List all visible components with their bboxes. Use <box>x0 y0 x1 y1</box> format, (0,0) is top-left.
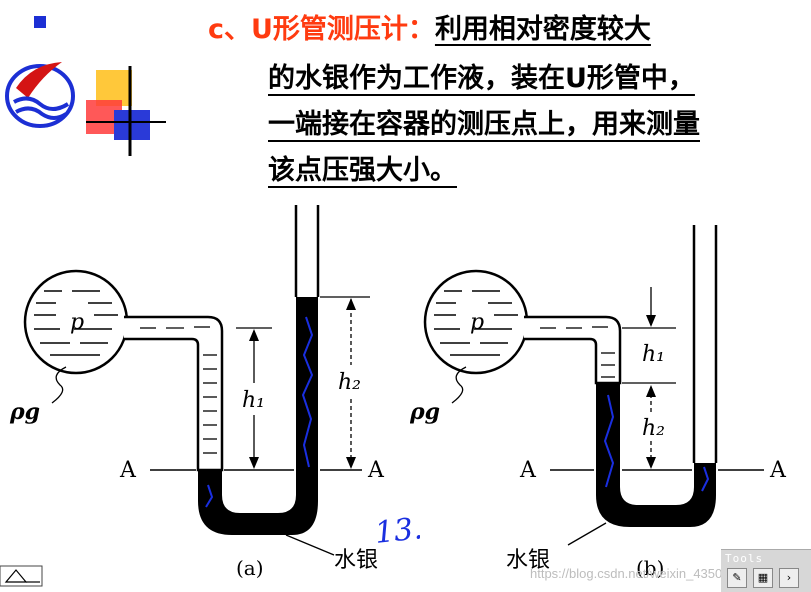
level-b-left: A <box>519 458 537 483</box>
next-arrow-icon[interactable]: › <box>779 568 799 588</box>
caption-b: (b) <box>636 556 664 580</box>
slide-bullet <box>34 16 46 28</box>
pen-tool-icon[interactable]: ✎ <box>727 568 747 588</box>
mercury-label-b: 水银 <box>506 548 550 573</box>
level-b-right: A <box>769 458 787 483</box>
h1-label-b: h₁ <box>642 342 665 367</box>
decorative-squares <box>86 66 166 156</box>
vessel-pressure-label-b: p <box>470 310 484 335</box>
fluid-density-label-a: ρg <box>9 399 40 425</box>
h2-label-b: h₂ <box>642 416 665 441</box>
heading-line-3: 一端接在容器的测压点上，用来测量 <box>268 109 700 140</box>
grid-tool-icon[interactable]: ▦ <box>753 568 773 588</box>
school-logo <box>5 62 75 128</box>
heading-text-1: 利用相对密度较大 <box>434 14 651 45</box>
vessel-pressure-label-a: p <box>70 310 84 335</box>
heading-label: c、U形管测压计： <box>208 14 435 45</box>
heading-line-4: 该点压强大小。 <box>268 155 457 186</box>
h1-label-a: h₁ <box>242 388 265 413</box>
level-a-right: A <box>367 458 385 483</box>
manometer-diagram-b: p ρg h₁ h₂ A A 水银 (b) <box>410 225 787 580</box>
caption-a: (a) <box>236 556 264 580</box>
level-a-left: A <box>119 458 137 483</box>
tools-panel: Tools ✎ ▦ › <box>721 549 811 592</box>
mercury-label-a: 水银 <box>334 548 378 573</box>
h2-label-a: h₂ <box>338 370 361 395</box>
manometer-diagram-a: p ρg h₁ h₂ A A 水银 (a) 13.6X1 <box>9 205 420 580</box>
heading-line-1: c、U形管测压计：利用相对密度较大 <box>208 6 808 54</box>
tools-label: Tools <box>725 552 764 565</box>
slide-nav-control[interactable] <box>0 562 44 588</box>
heading-line-2: 的水银作为工作液，装在U形管中， <box>268 63 695 94</box>
fluid-density-label-b: ρg <box>410 399 440 425</box>
watermark-url: https://blog.csdn.net/weixin_43505595 <box>530 566 752 581</box>
